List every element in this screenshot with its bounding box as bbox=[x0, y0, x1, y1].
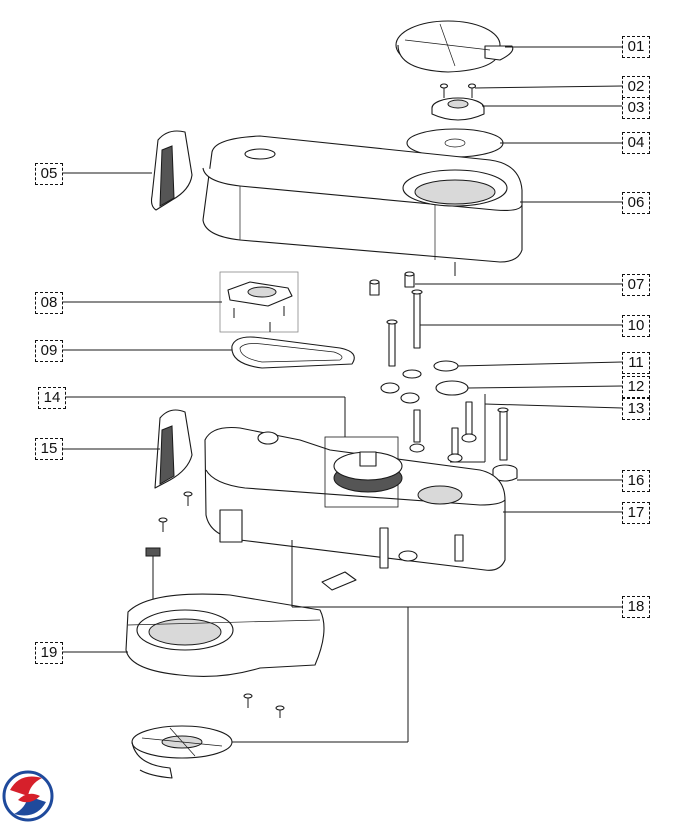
callout-13: 13 bbox=[622, 398, 650, 420]
callout-01: 01 bbox=[622, 36, 650, 58]
callout-14: 14 bbox=[38, 387, 66, 409]
loose-screws bbox=[158, 491, 285, 718]
part-06-top-housing bbox=[202, 135, 523, 276]
part-bottom-foot bbox=[131, 725, 233, 779]
part-13-bolts-group bbox=[409, 394, 509, 463]
callout-05: 05 bbox=[35, 163, 63, 185]
part-15-side-bracket bbox=[154, 409, 193, 489]
callout-02: 02 bbox=[622, 76, 650, 98]
part-09-belt bbox=[231, 336, 355, 369]
callout-16: 16 bbox=[622, 470, 650, 492]
part-03-coupler bbox=[431, 97, 485, 121]
part-10-long-bolts bbox=[386, 289, 423, 367]
callout-07: 07 bbox=[622, 274, 650, 296]
callout-04: 04 bbox=[622, 132, 650, 154]
callout-08: 08 bbox=[35, 292, 63, 314]
part-11-12-washers bbox=[380, 360, 469, 404]
leader-lines bbox=[62, 46, 623, 743]
callout-15: 15 bbox=[35, 438, 63, 460]
callout-10: 10 bbox=[622, 315, 650, 337]
part-19-base-tray bbox=[125, 547, 325, 678]
callout-18: 18 bbox=[622, 596, 650, 618]
callout-17: 17 bbox=[622, 502, 650, 524]
part-08-plate-assembly bbox=[219, 271, 299, 333]
callout-06: 06 bbox=[622, 192, 650, 214]
brand-logo-icon bbox=[2, 770, 54, 822]
callout-03: 03 bbox=[622, 97, 650, 119]
part-17-gear-housing bbox=[204, 426, 506, 571]
callout-09: 09 bbox=[35, 340, 63, 362]
callout-19: 19 bbox=[35, 642, 63, 664]
callout-12: 12 bbox=[622, 376, 650, 398]
rubber-pad bbox=[321, 571, 357, 591]
part-05-side-cover bbox=[150, 130, 193, 211]
part-02-screws bbox=[439, 83, 477, 98]
part-01-lid bbox=[395, 20, 514, 73]
part-07-studs bbox=[369, 271, 415, 296]
part-14-gear bbox=[324, 436, 403, 508]
callout-11: 11 bbox=[622, 352, 650, 374]
